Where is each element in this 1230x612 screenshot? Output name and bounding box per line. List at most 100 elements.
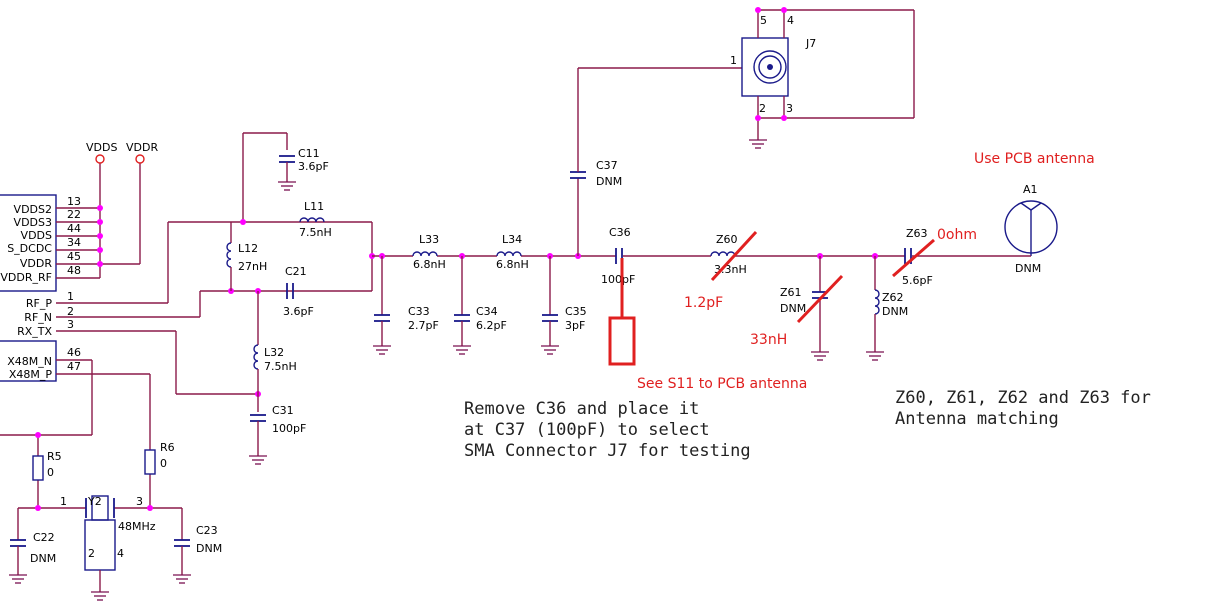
j7-pin4: 4 bbox=[787, 14, 794, 27]
vddr-power-label: VDDR bbox=[126, 141, 158, 154]
z61-capacitor bbox=[811, 256, 829, 361]
l11-inductor bbox=[299, 217, 325, 223]
c23-ref: C23 bbox=[196, 524, 218, 537]
y2-pin4: 4 bbox=[117, 547, 124, 560]
c36-ref: C36 bbox=[609, 226, 631, 239]
red-markups bbox=[608, 230, 935, 366]
c22-capacitor bbox=[9, 539, 27, 584]
matching-note-line1: Z60, Z61, Z62 and Z63 for bbox=[895, 388, 1151, 408]
c36-value: 100pF bbox=[601, 273, 635, 286]
l34-value: 6.8nH bbox=[496, 258, 529, 271]
z62-inductor bbox=[866, 256, 884, 361]
z63-value: 5.6pF bbox=[902, 274, 933, 287]
c34-capacitor bbox=[453, 256, 471, 355]
j7-ref: J7 bbox=[805, 37, 816, 50]
r5-resistor bbox=[32, 455, 44, 481]
y2-pin3: 3 bbox=[136, 495, 143, 508]
c31-capacitor bbox=[249, 414, 267, 465]
r6-resistor bbox=[144, 449, 156, 475]
pin-name: VDDS bbox=[21, 229, 52, 242]
pin-name: VDDR bbox=[20, 257, 52, 270]
c34-ref: C34 bbox=[476, 305, 498, 318]
r6-ref: R6 bbox=[160, 441, 175, 454]
one-point-two-pf-note: 1.2pF bbox=[684, 295, 723, 311]
rf-wiring bbox=[56, 132, 375, 397]
pin-number: 1 bbox=[67, 290, 74, 303]
pin-name: X48M_P bbox=[9, 368, 53, 381]
l32-inductor bbox=[253, 291, 259, 412]
a1-value: DNM bbox=[1015, 262, 1041, 275]
c22-ref: C22 bbox=[33, 531, 55, 544]
pin-number: 34 bbox=[67, 236, 81, 249]
z61-ref: Z61 bbox=[780, 286, 802, 299]
z60-inductor bbox=[710, 251, 736, 257]
l34-ref: L34 bbox=[502, 233, 522, 246]
c21-capacitor bbox=[286, 283, 294, 299]
r5-value: 0 bbox=[47, 466, 54, 479]
j7-pin2: 2 bbox=[759, 102, 766, 115]
l32-ref: L32 bbox=[264, 346, 284, 359]
pin-number: 13 bbox=[67, 195, 81, 208]
l33-value: 6.8nH bbox=[413, 258, 446, 271]
remove-c36-note-line3: SMA Connector J7 for testing bbox=[464, 441, 751, 461]
rf-main-line bbox=[372, 253, 1005, 259]
z61-value: DNM bbox=[780, 302, 806, 315]
r5-ref: R5 bbox=[47, 450, 62, 463]
l34-inductor bbox=[496, 251, 522, 257]
ic-block bbox=[0, 194, 57, 382]
z62-ref: Z62 bbox=[882, 291, 904, 304]
y2-value: 48MHz bbox=[118, 520, 156, 533]
c22-value: DNM bbox=[30, 552, 56, 565]
c31-ref: C31 bbox=[272, 404, 294, 417]
c37-value: DNM bbox=[596, 175, 622, 188]
c34-value: 6.2pF bbox=[476, 319, 507, 332]
c35-value: 3pF bbox=[565, 319, 585, 332]
y2-pin2: 2 bbox=[88, 547, 95, 560]
j7-pin1: 1 bbox=[730, 54, 737, 67]
l11-value: 7.5nH bbox=[299, 226, 332, 239]
pin-name: RX_TX bbox=[17, 325, 52, 338]
y2-ref: Y2 bbox=[87, 495, 102, 508]
pin-number: 45 bbox=[67, 250, 81, 263]
c23-capacitor bbox=[173, 539, 191, 584]
j7-pin5: 5 bbox=[760, 14, 767, 27]
l12-inductor bbox=[226, 222, 232, 291]
antenna-icon bbox=[1004, 200, 1058, 257]
c11-value: 3.6pF bbox=[298, 160, 329, 173]
l32-value: 7.5nH bbox=[264, 360, 297, 373]
j7-pin3: 3 bbox=[786, 102, 793, 115]
pin-name: RF_P bbox=[26, 297, 52, 310]
c37-ref: C37 bbox=[596, 159, 618, 172]
pin-number: 47 bbox=[67, 360, 81, 373]
y2-crystal bbox=[84, 495, 116, 601]
vdds-power-label: VDDS bbox=[86, 141, 117, 154]
a1-ref: A1 bbox=[1023, 183, 1038, 196]
c23-value: DNM bbox=[196, 542, 222, 555]
c21-value: 3.6pF bbox=[283, 305, 314, 318]
c35-ref: C35 bbox=[565, 305, 587, 318]
c11-ref: C11 bbox=[298, 147, 320, 160]
c21-ref: C21 bbox=[285, 265, 307, 278]
z60-ref: Z60 bbox=[716, 233, 738, 246]
pin-name: S_DCDC bbox=[7, 242, 52, 255]
l12-value: 27nH bbox=[238, 260, 267, 273]
ic-pin-labels: VDDS2 VDDS3 VDDS S_DCDC VDDR VDDR_RF RF_… bbox=[0, 195, 81, 381]
power-wiring bbox=[56, 154, 145, 279]
c33-capacitor bbox=[373, 256, 391, 355]
pin-name: X48M_N bbox=[7, 355, 52, 368]
c37-capacitor bbox=[570, 67, 742, 256]
see-s11-note: See S11 to PCB antenna bbox=[637, 376, 807, 392]
l33-ref: L33 bbox=[419, 233, 439, 246]
pin-number: 48 bbox=[67, 264, 81, 277]
j7-sma-connector bbox=[741, 7, 915, 149]
c35-capacitor bbox=[541, 256, 559, 355]
pin-number: 3 bbox=[67, 318, 74, 331]
y2-pin1: 1 bbox=[60, 495, 67, 508]
c33-ref: C33 bbox=[408, 305, 430, 318]
pin-number: 2 bbox=[67, 305, 74, 318]
thirty-three-nh-note: 33nH bbox=[750, 332, 787, 348]
pin-number: 22 bbox=[67, 208, 81, 221]
l12-ref: L12 bbox=[238, 242, 258, 255]
z63-ref: Z63 bbox=[906, 227, 928, 240]
